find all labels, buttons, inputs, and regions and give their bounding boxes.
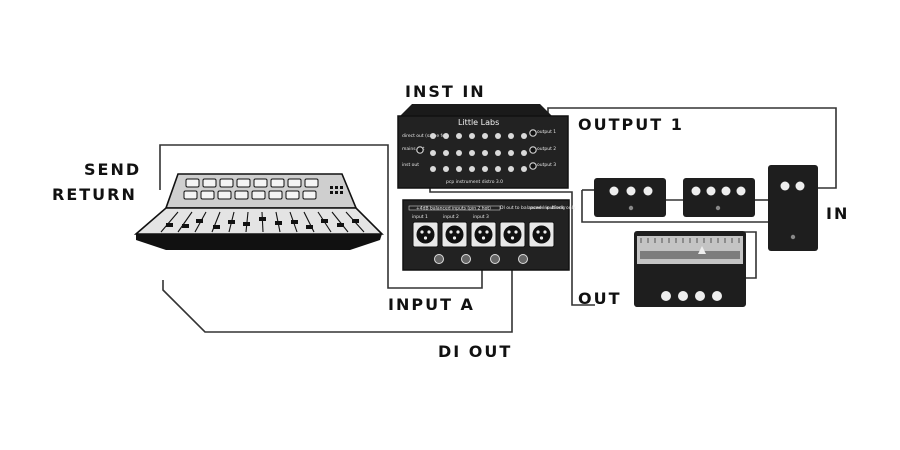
knob-icon [691, 186, 701, 196]
console-buttons [183, 178, 319, 200]
output-label-1: output 1 [537, 129, 556, 135]
pedal-body [594, 178, 666, 217]
pedal-chain-cable-2 [581, 190, 770, 223]
out-label: OUT [578, 289, 622, 308]
xlr-connector-icon [441, 221, 468, 248]
knob-icon [661, 291, 671, 301]
xlr-connector-icon [470, 221, 497, 248]
pedal-3 [768, 165, 818, 251]
knob-icon [626, 186, 636, 196]
send-label: SEND [84, 160, 142, 179]
power-header: power in 48vdc only [530, 205, 576, 211]
brand-label: Little Labs [458, 118, 499, 127]
di-header: DI out to balanced input only [500, 205, 566, 211]
return-label: RETURN [52, 185, 137, 204]
send-cable [159, 144, 483, 289]
distro-knob-grid [430, 133, 527, 172]
console-keypad [330, 186, 343, 194]
output-jacks [416, 129, 537, 170]
side-label-1: direct out (same for) [402, 133, 449, 139]
footswitch-icon [790, 234, 796, 240]
tuner-pointer [698, 246, 706, 254]
distro-top-unit: Little Labs pcp instrument distro 3.0 di… [397, 104, 569, 189]
footswitch-icon [715, 205, 721, 211]
side-label-3: inst out [402, 162, 419, 168]
input-3-label: input 3 [473, 214, 489, 220]
mixing-console [133, 173, 384, 250]
pedal-body [683, 178, 755, 217]
pedal-2 [683, 178, 755, 217]
xlr-connector-icon [528, 221, 555, 248]
footswitch-icon [628, 205, 634, 211]
knob-icon [712, 291, 722, 301]
return-cable [162, 236, 513, 333]
in-label: IN [826, 204, 850, 223]
input-2-label: input 2 [443, 214, 459, 220]
model-label: pcp instrument distro 3.0 [446, 179, 503, 185]
jack-icon [529, 129, 537, 137]
output-label-3: output 3 [537, 162, 556, 168]
side-label-2: mains out [402, 146, 425, 152]
knob-icon [795, 181, 805, 191]
tuner-ticks [640, 238, 740, 243]
amp-cable [744, 231, 757, 279]
xlr-header: +4dB balanced inputs (pin 2 hot) [416, 206, 491, 212]
knob-icon [721, 186, 731, 196]
ground-lift-switches [434, 254, 528, 264]
xlr-connector-icon [499, 221, 526, 248]
jack-icon [416, 146, 424, 154]
knob-icon [706, 186, 716, 196]
xlr-header-frame [408, 205, 501, 211]
inst-in-label: INST IN [405, 82, 486, 101]
output-label-2: output 2 [537, 146, 556, 152]
jack-icon [529, 162, 537, 170]
tuner-unit [634, 231, 746, 307]
console-fader-caps [166, 217, 359, 229]
xlr-connectors [412, 221, 555, 248]
knob-icon [780, 181, 790, 191]
knob-icon [695, 291, 705, 301]
console-front-edge [136, 234, 382, 250]
knob-icon [643, 186, 653, 196]
distro-top-bevel [398, 104, 554, 118]
output-1-label: OUTPUT 1 [578, 115, 684, 134]
distro-bottom-unit: +4dB balanced inputs (pin 2 hot) DI out … [402, 199, 576, 271]
pedal-body [768, 165, 818, 251]
knob-icon [609, 186, 619, 196]
knob-icon [736, 186, 746, 196]
pedal-1 [594, 178, 666, 217]
xlr-connector-icon [412, 221, 439, 248]
tuner-bar [640, 251, 740, 259]
di-out-label: DI OUT [438, 342, 513, 361]
input-1-label: input 1 [412, 214, 428, 220]
jack-icon [529, 146, 537, 154]
input-a-label: INPUT A [388, 295, 475, 314]
knob-icon [678, 291, 688, 301]
